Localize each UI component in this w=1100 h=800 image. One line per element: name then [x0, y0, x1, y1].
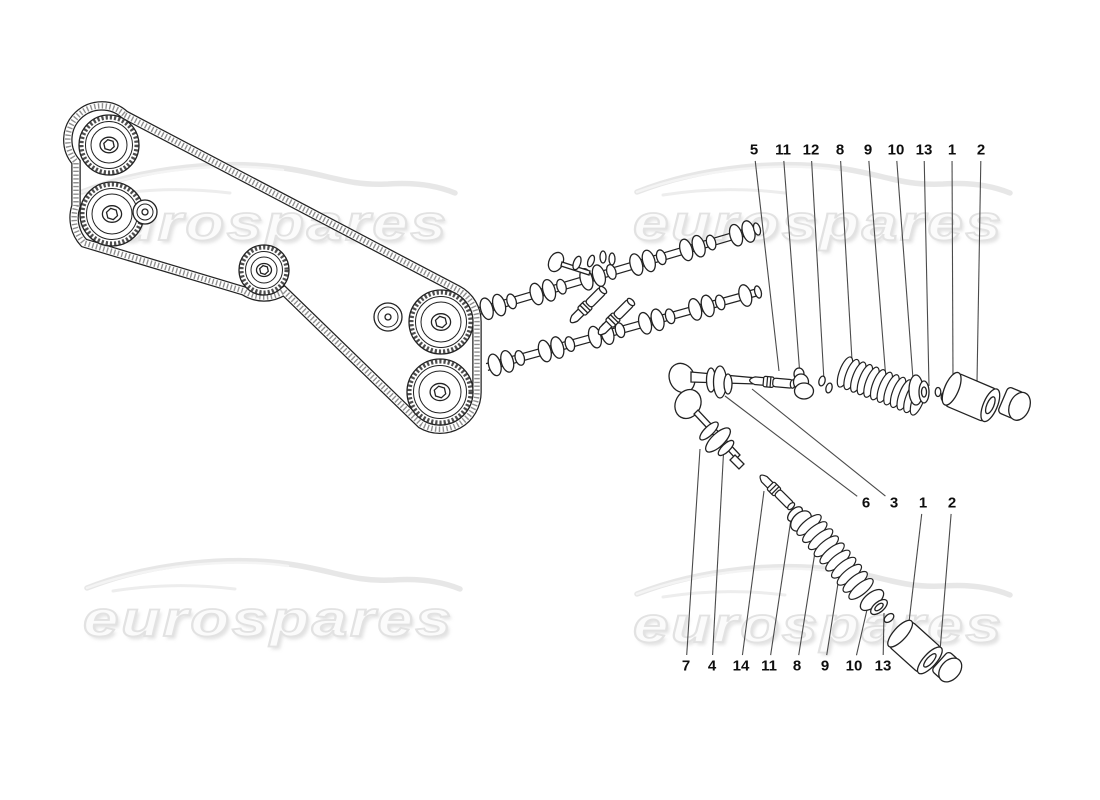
valve-assembly-lower: [674, 388, 963, 683]
tappet-screw-installed: [566, 283, 610, 327]
camshafts: [477, 220, 763, 377]
leader-lines: [686, 160, 982, 656]
spring-retainer: [908, 374, 930, 406]
tappet-cap: [998, 387, 1031, 421]
valve-assembly-upper: [668, 356, 1031, 423]
toothed-pulley: [406, 358, 474, 426]
toothed-pulley: [238, 244, 290, 296]
camshaft: [477, 220, 762, 321]
valve-seal: [792, 367, 815, 400]
valve-guide: [699, 421, 735, 457]
tensioner-pulley: [132, 199, 158, 225]
toothed-pulley: [408, 289, 474, 355]
tappet-adjusting-screw: [748, 374, 797, 391]
cam-cluster-parts: [547, 250, 638, 339]
tappet-cap: [932, 651, 963, 683]
valve-springs: [796, 514, 874, 600]
retainer-cotter: [883, 612, 895, 624]
tensioner-pulley: [373, 302, 403, 332]
tappet-bucket: [887, 619, 943, 675]
valve-guide: [705, 365, 733, 399]
timing-belt: [63, 101, 482, 434]
valve-keepers: [818, 375, 833, 394]
tappet-adjusting-screw: [756, 471, 798, 513]
tappet-bucket: [941, 371, 1001, 423]
toothed-pulley: [79, 181, 145, 247]
toothed-pulley: [78, 114, 140, 176]
camshaft: [485, 284, 763, 377]
